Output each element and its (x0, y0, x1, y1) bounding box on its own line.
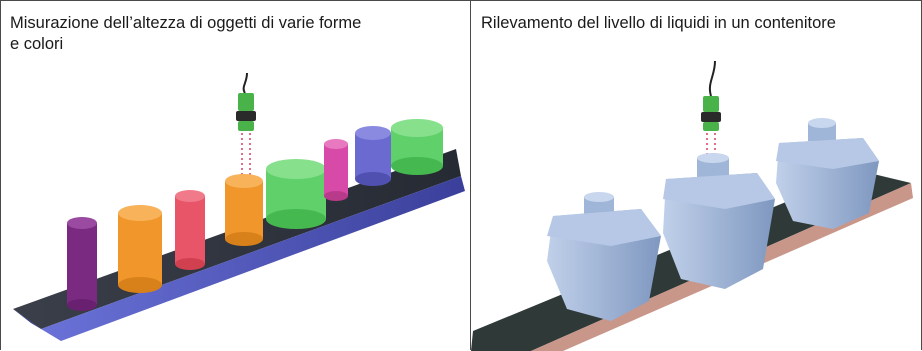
left-caption: Misurazione dell’altezza di oggetti di v… (10, 13, 460, 55)
right-panel: Rilevamento del livello di liquidi in un… (471, 0, 922, 351)
level-detection-illustration (471, 60, 913, 351)
left-caption-line-1: Misurazione dell’altezza di oggetti di v… (10, 14, 362, 32)
left-caption-line-2: e colori (10, 35, 64, 53)
height-measurement-illustration (13, 72, 465, 341)
sensor-icon (236, 72, 256, 179)
left-panel: Misurazione dell’altezza di oggetti di v… (0, 0, 471, 350)
sensor-icon (701, 60, 721, 161)
bottle-icon (547, 118, 879, 321)
cylinder-icon (67, 119, 443, 311)
right-caption: Rilevamento del livello di liquidi in un… (481, 14, 836, 32)
